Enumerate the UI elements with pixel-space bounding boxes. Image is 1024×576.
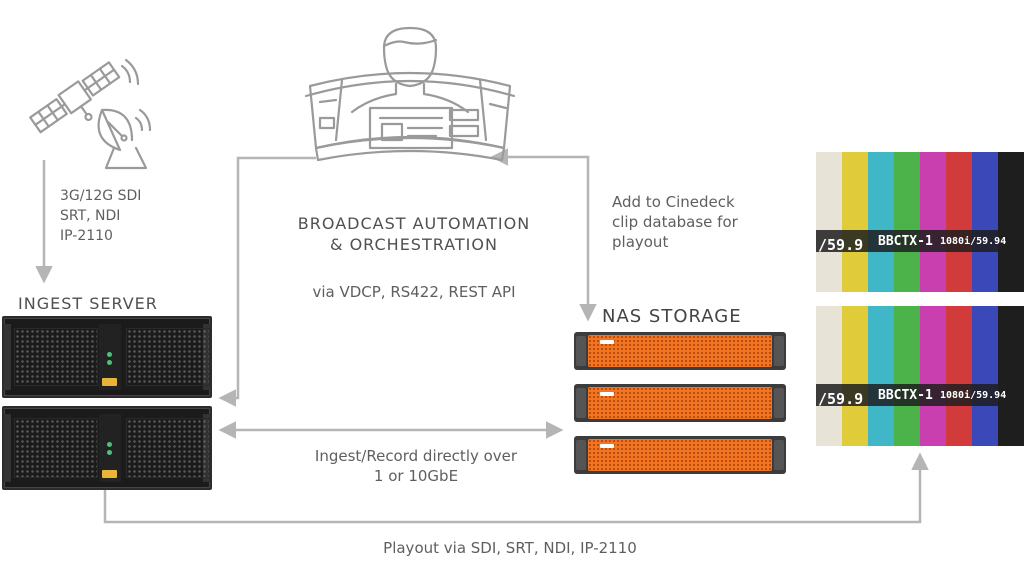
input-label: IP-2110 (60, 228, 113, 244)
automation-protocols: via VDCP, RS422, REST API (312, 283, 516, 301)
rack-unit (2, 316, 212, 398)
overlay-text: BBCTX-1 (878, 234, 933, 249)
overlay-text: 1080i/59.94 (940, 236, 1007, 247)
overlay-text: /59.9 (818, 236, 864, 254)
zx-logo-icon (102, 378, 117, 386)
test-pattern-screen: /59.9 BBCTX-1 1080i/59.94 (816, 306, 1024, 446)
clip-db-line: clip database for (612, 213, 738, 231)
overlay-text: /59.9 (818, 390, 864, 408)
arrow-automation-ingest (218, 156, 316, 407)
automation-title-line2: & ORCHESTRATION (330, 235, 498, 254)
input-label: 3G/12G SDI (60, 188, 142, 204)
test-pattern-screen: /59.9 BBCTX-1 1080i/59.94 (816, 152, 1024, 292)
arrow-playout (103, 452, 929, 524)
record-link-line1: Ingest/Record directly over (314, 447, 518, 465)
automation-title: BROADCAST AUTOMATION & ORCHESTRATION (276, 214, 552, 254)
ingest-server-title: INGEST SERVER (18, 294, 158, 313)
zx-logo-icon (102, 470, 117, 478)
nas-unit (574, 436, 786, 474)
record-link-line2: 1 or 10GbE (373, 467, 459, 485)
source-input-labels: 3G/12G SDI SRT, NDI IP-2110 (60, 186, 141, 246)
clip-db-label: Add to Cinedeck clip database for playou… (612, 192, 738, 252)
operator-console-icon (304, 26, 516, 162)
nas-storage-title: NAS STORAGE (602, 306, 742, 327)
overlay-text: 1080i/59.94 (940, 390, 1007, 401)
input-label: SRT, NDI (60, 208, 121, 224)
clip-db-line: Add to Cinedeck (612, 193, 735, 211)
nas-unit (574, 384, 786, 422)
satellite-icon (29, 58, 152, 170)
playout-label: Playout via SDI, SRT, NDI, IP-2110 (383, 539, 637, 557)
clip-db-line: playout (612, 233, 669, 251)
automation-title-line1: BROADCAST AUTOMATION (297, 214, 531, 233)
overlay-text: BBCTX-1 (878, 388, 933, 403)
dish-antenna-icon (97, 108, 152, 170)
nas-unit (574, 332, 786, 370)
record-link-label: Ingest/Record directly over 1 or 10GbE (268, 446, 564, 486)
rack-unit (2, 406, 212, 490)
arrow-automation-nas (490, 148, 597, 322)
